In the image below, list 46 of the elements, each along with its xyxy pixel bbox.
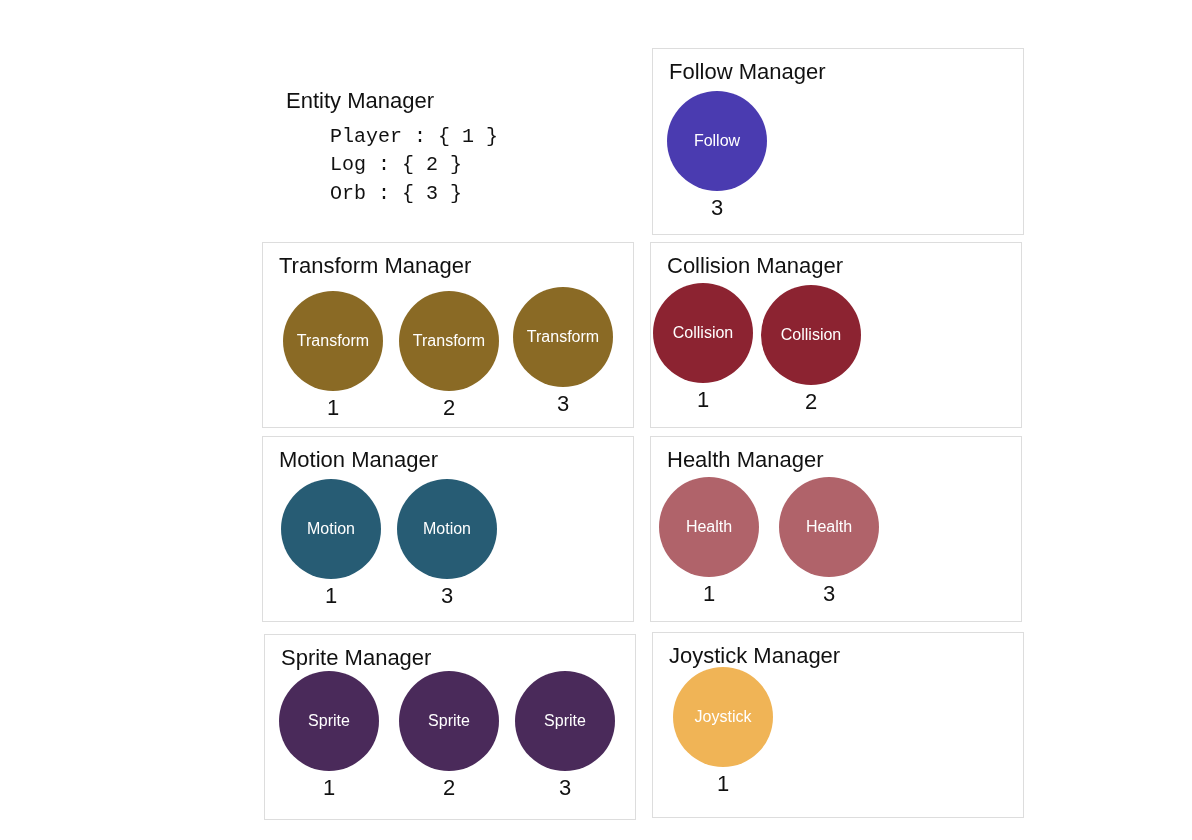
circle-label: Collision [672,324,734,342]
circle-label: Joystick [694,708,752,726]
manager-panel [650,242,1022,428]
panel-title: Motion Manager [279,447,438,473]
circle-label: Sprite [544,712,586,730]
circle-label: Sprite [428,712,470,730]
manager-panel [262,436,634,622]
section-heading: Entity Manager [286,88,434,114]
entity-number: 3 [555,391,571,417]
entity-number: 2 [803,389,819,415]
manager-panel [262,242,634,428]
entity-number: 1 [715,771,731,797]
entity-number: 2 [441,395,457,421]
circle-label: Sprite [308,712,350,730]
circle-label: Transform [526,328,600,346]
entity-number: 3 [709,195,725,221]
panel-title: Follow Manager [669,59,826,85]
circle-label: Motion [307,520,355,538]
circle-label: Motion [423,520,471,538]
manager-panel [652,48,1024,235]
circle-label: Collision [780,326,842,344]
circle-label: Transform [412,332,486,350]
circle-label: Follow [693,132,741,150]
entity-number: 1 [701,581,717,607]
entity-number: 1 [321,775,337,801]
manager-panel [650,436,1022,622]
code-line: Orb : { 3 } [330,182,463,205]
code-line: Log : { 2 } [330,153,463,176]
circle-label: Health [685,518,733,536]
circle-label: Health [805,518,853,536]
entity-number: 3 [439,583,455,609]
entity-number: 1 [325,395,341,421]
entity-number: 1 [323,583,339,609]
entity-number: 2 [441,775,457,801]
panel-title: Collision Manager [667,253,844,279]
panel-title: Health Manager [667,447,824,473]
manager-panel [264,634,636,820]
panel-title: Transform Manager [279,253,472,279]
panel-title: Sprite Manager [281,645,432,671]
entity-number: 1 [695,387,711,413]
circle-label: Transform [296,332,370,350]
manager-panel [652,632,1024,818]
entity-number: 3 [557,775,573,801]
panel-title: Joystick Manager [669,643,841,669]
code-line: Player : { 1 } [330,125,499,148]
entity-number: 3 [821,581,837,607]
